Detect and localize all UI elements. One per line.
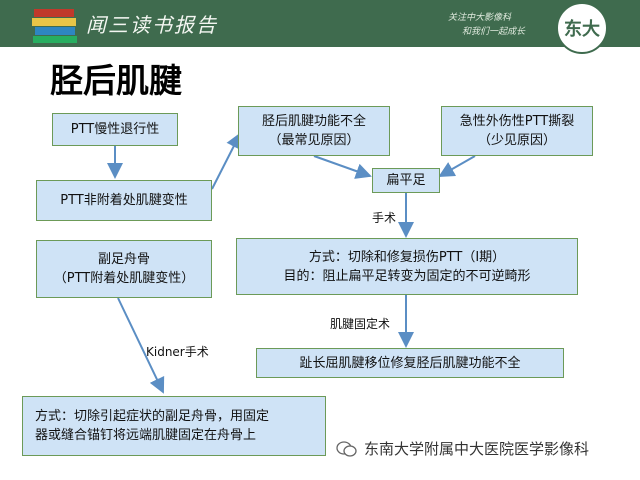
label-kidner-surgery: Kidner手术 [146, 345, 209, 359]
books-logo-icon [32, 9, 77, 43]
arrow-tear-to-flatfoot [438, 155, 476, 177]
banner-slogan-line2: 和我们一起成长 [462, 27, 526, 37]
box-fdl-transfer: 趾长屈肌腱移位修复胫后肌腱功能不全 [256, 348, 564, 378]
box-kidner-method: 方式：切除引起症状的副足舟骨，用固定 器或缝合锚钉将远端肌腱固定在舟骨上 [22, 396, 326, 456]
box-ptt-non-insertion-degeneration: PTT非附着处肌腱变性 [36, 180, 212, 221]
label-tendon-fixation: 肌腱固定术 [330, 317, 391, 331]
arrow-insufficiency-to-flatfoot [313, 155, 372, 179]
banner-title: 闻三读书报告 [86, 13, 218, 37]
arrow-noninsertion-to-insufficiency [211, 132, 241, 190]
university-seal-icon: 东大 [556, 2, 608, 54]
box-acute-ptt-tear: 急性外伤性PTT撕裂 （少见原因） [441, 106, 593, 156]
header-banner: 闻三读书报告 关注中大影像科 和我们一起成长 东大 [0, 0, 640, 54]
arrow-navicular-to-kidner [117, 297, 165, 394]
box-accessory-navicular: 副足舟骨 （PTT附着处肌腱变性） [36, 240, 212, 298]
box-surgery-method-stage1: 方式：切除和修复损伤PTT（I期） 目的：阻止扁平足转变为固定的不可逆畸形 [236, 238, 578, 295]
watermark: 东南大学附属中大医院医学影像科 [336, 438, 589, 459]
box-flatfoot: 扁平足 [372, 168, 440, 193]
box-ptt-insufficiency: 胫后肌腱功能不全 （最常见原因） [238, 106, 390, 156]
label-surgery: 手术 [372, 211, 397, 225]
box-ptt-chronic-degeneration: PTT慢性退行性 [52, 113, 178, 146]
page-title: 胫后肌腱 [50, 61, 182, 100]
banner-slogan-line1: 关注中大影像科 [448, 13, 512, 23]
wechat-icon [336, 440, 357, 457]
watermark-text: 东南大学附属中大医院医学影像科 [364, 440, 590, 458]
